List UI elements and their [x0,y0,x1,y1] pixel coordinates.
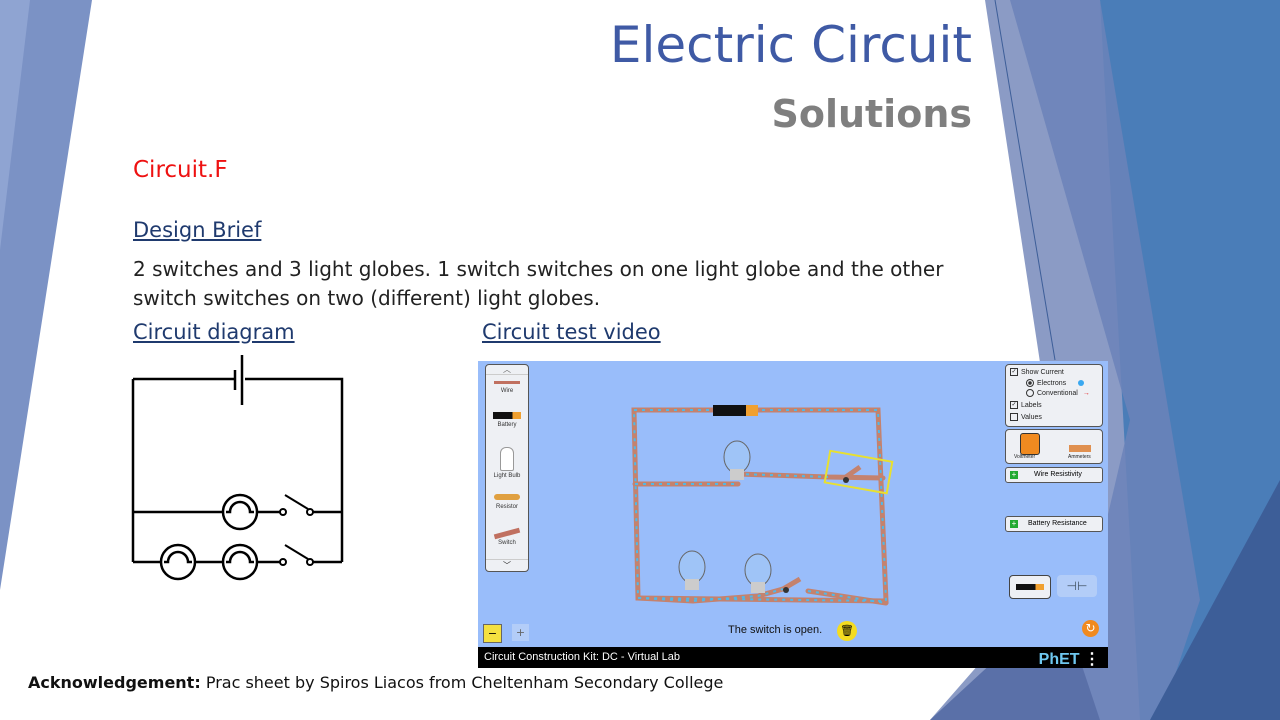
wire-resistivity-button[interactable]: + Wire Resistivity [1005,467,1103,483]
circuit-simulation-video[interactable]: ︿ Wire Battery Light Bulb Resistor Switc… [478,361,1108,668]
tool-label: Light Bulb [493,473,521,479]
option-label: Values [1021,413,1042,421]
voltmeter-icon[interactable] [1020,433,1040,455]
sim-navigation-bar: Circuit Construction Kit: DC - Virtual L… [478,647,1108,668]
option-label: Electrons [1037,379,1067,387]
option-label: Conventional [1037,389,1078,397]
light-bulb-component [678,550,706,590]
battery-component [713,405,758,416]
lifelike-view-button[interactable] [1009,575,1051,599]
phet-logo[interactable]: PhET ⋮ [1038,651,1100,668]
schematic-battery-icon: ⊣⊢ [1066,579,1088,593]
schematic-view-button[interactable]: ⊣⊢ [1057,575,1097,597]
bulb-symbol [221,493,259,531]
button-label: Battery Resistance [1028,520,1087,527]
switch-symbol [279,494,314,516]
tool-label: Battery [497,422,517,428]
circuit-diagram [131,355,344,581]
switch-component [841,464,862,483]
sim-app-title: Circuit Construction Kit: DC - Virtual L… [484,651,681,663]
bulb-symbol [159,543,197,581]
component-toolbox: ︿ Wire Battery Light Bulb Resistor Switc… [485,364,529,572]
circuit-diagram-heading: Circuit diagram [133,320,295,344]
toolbox-scroll-up-icon[interactable]: ︿ [486,365,528,375]
slide-subtitle: Solutions [771,92,972,136]
show-current-checkbox[interactable]: ✓Show Current [1010,368,1064,376]
reset-button[interactable]: ↻ [1082,620,1099,637]
toolbox-item-switch[interactable]: Switch [486,527,528,546]
arrow-right-icon: → [1082,389,1090,397]
design-brief-text: 2 switches and 3 light globes. 1 switch … [133,257,944,310]
plus-icon: + [1010,470,1018,479]
values-checkbox[interactable]: Values [1010,413,1042,421]
toolbox-item-light-bulb[interactable]: Light Bulb [486,447,528,479]
zoom-in-button[interactable]: + [512,624,529,641]
button-label: Wire Resistivity [1034,471,1082,478]
toolbox-item-battery[interactable]: Battery [486,412,528,428]
slide-title: Electric Circuit [609,16,972,74]
battery-icon [1016,584,1044,590]
toolbox-item-wire[interactable]: Wire [486,381,528,394]
ammeter-icon[interactable] [1069,445,1091,452]
option-label: Show Current [1021,368,1064,376]
circuit-label: Circuit.F [133,157,228,183]
acknowledgement-label: Acknowledgement: [28,673,201,692]
voltmeter-label: Voltmeter [1014,454,1036,460]
circuit-workspace[interactable] [478,361,1108,651]
labels-checkbox[interactable]: ✓Labels [1010,401,1042,409]
tool-label: Resistor [495,504,518,510]
plus-icon: + [1010,519,1018,528]
trash-button[interactable]: 🗑 [837,621,857,641]
switch-symbol [279,544,314,566]
acknowledgement: Acknowledgement: Prac sheet by Spiros Li… [28,673,723,692]
display-options-panel: ✓Show Current Electrons Conventional → ✓L… [1005,364,1103,427]
zoom-out-button[interactable]: − [483,624,502,643]
battery-resistance-button[interactable]: + Battery Resistance [1005,516,1103,532]
design-brief-heading: Design Brief [133,218,262,242]
ammeters-label: Ammeters [1068,454,1091,460]
electron-icon [1078,380,1085,386]
acknowledgement-text: Prac sheet by Spiros Liacos from Chelten… [200,673,724,692]
tool-label: Wire [500,388,514,394]
conventional-radio[interactable]: Conventional → [1026,389,1090,397]
light-bulb-component [744,553,772,593]
status-message: The switch is open. [728,624,823,636]
bulb-symbol [221,543,259,581]
toolbox-scroll-down-icon[interactable]: ﹀ [486,559,528,571]
switch-component [781,576,802,593]
light-bulb-component [723,440,751,480]
electrons-radio[interactable]: Electrons [1026,379,1085,387]
electron-flow [632,409,888,604]
tool-label: Switch [498,540,516,546]
toolbox-item-resistor[interactable]: Resistor [486,494,528,510]
selected-switch-highlight [823,449,894,495]
circuit-video-heading: Circuit test video [482,320,661,344]
option-label: Labels [1021,401,1042,409]
meters-panel: Voltmeter Ammeters [1005,429,1103,464]
